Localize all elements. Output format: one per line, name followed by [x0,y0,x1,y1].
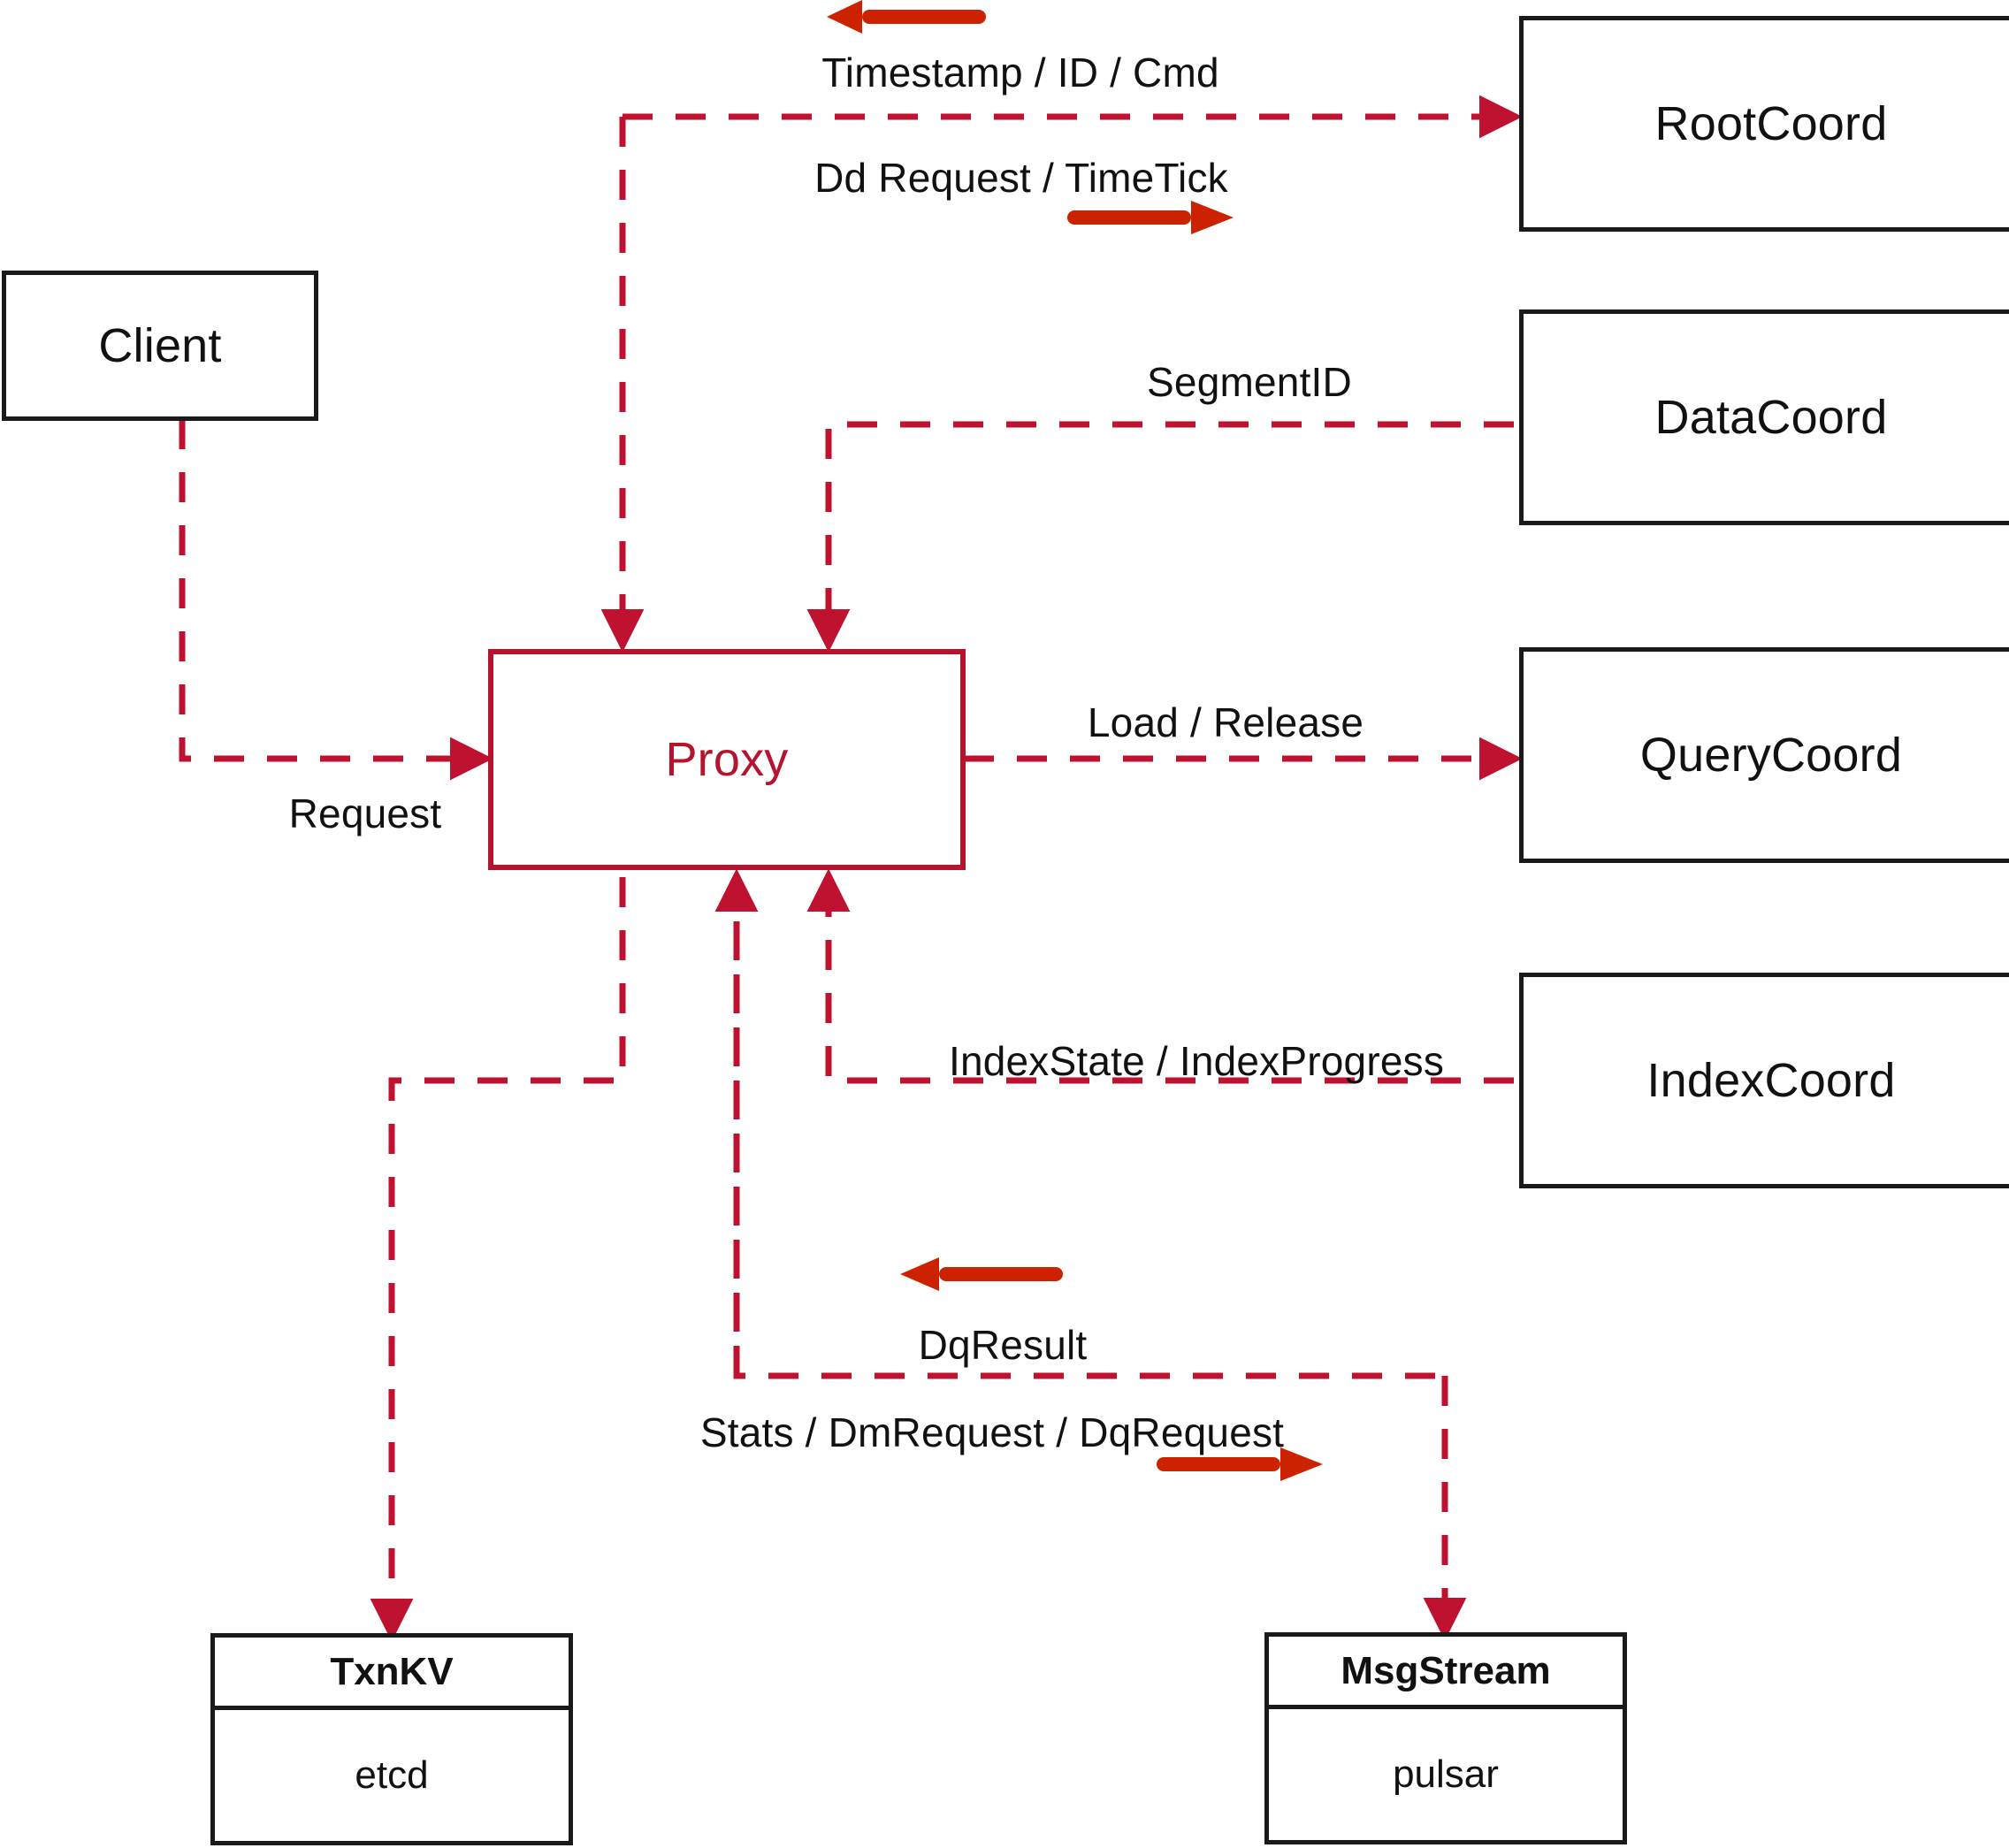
edge-label-dd-request-timetick: Dd Request / TimeTick [814,155,1228,201]
node-datacoord[interactable]: DataCoord [1519,309,2009,525]
edge-label-dq-result: DqResult [918,1322,1088,1368]
dq-result-direction-arrow [900,1257,1063,1291]
node-txnkv-impl: etcd [355,1753,429,1797]
node-msgstream[interactable]: MsgStream pulsar [1264,1632,1627,1844]
wire-datacoord-to-proxy [806,421,1514,653]
node-datacoord-label: DataCoord [1654,391,1888,444]
node-txnkv-title: TxnKV [330,1649,454,1693]
node-rootcoord[interactable]: RootCoord [1519,16,2009,232]
node-proxy-label: Proxy [665,733,789,786]
node-txnkv[interactable]: TxnKV etcd [210,1633,573,1845]
edge-label-request: Request [288,790,442,836]
node-txnkv-header: TxnKV [215,1638,569,1710]
node-querycoord[interactable]: QueryCoord [1519,647,2009,863]
node-msgstream-impl: pulsar [1393,1753,1499,1796]
edge-label-index-state-progress: IndexState / IndexProgress [948,1038,1445,1084]
node-msgstream-header: MsgStream [1269,1637,1623,1709]
node-rootcoord-label: RootCoord [1654,97,1888,150]
edge-label-load-release: Load / Release [1087,699,1364,745]
node-client[interactable]: Client [2,271,318,421]
edge-label-segment-id: SegmentID [1147,359,1352,405]
edge-label-stats-dm-dq-request: Stats / DmRequest / DqRequest [699,1409,1285,1455]
edge-label-timestamp-id-cmd: Timestamp / ID / Cmd [821,50,1219,95]
node-indexcoord-label: IndexCoord [1646,1054,1896,1107]
node-proxy[interactable]: Proxy [488,649,966,870]
wire-proxy-msgstream-horizontal [733,877,1445,1379]
dd-request-timetick-direction-arrow [1067,201,1234,234]
node-querycoord-label: QueryCoord [1639,729,1903,782]
node-msgstream-body: pulsar [1269,1709,1623,1840]
node-client-label: Client [98,319,222,372]
timestamp-id-cmd-direction-arrow [827,0,986,34]
wire-proxy-to-txnkv [370,877,626,1642]
node-msgstream-title: MsgStream [1341,1648,1551,1692]
wire-client-to-proxy [179,419,493,781]
node-indexcoord[interactable]: IndexCoord [1519,973,2009,1188]
node-txnkv-body: etcd [215,1710,569,1841]
